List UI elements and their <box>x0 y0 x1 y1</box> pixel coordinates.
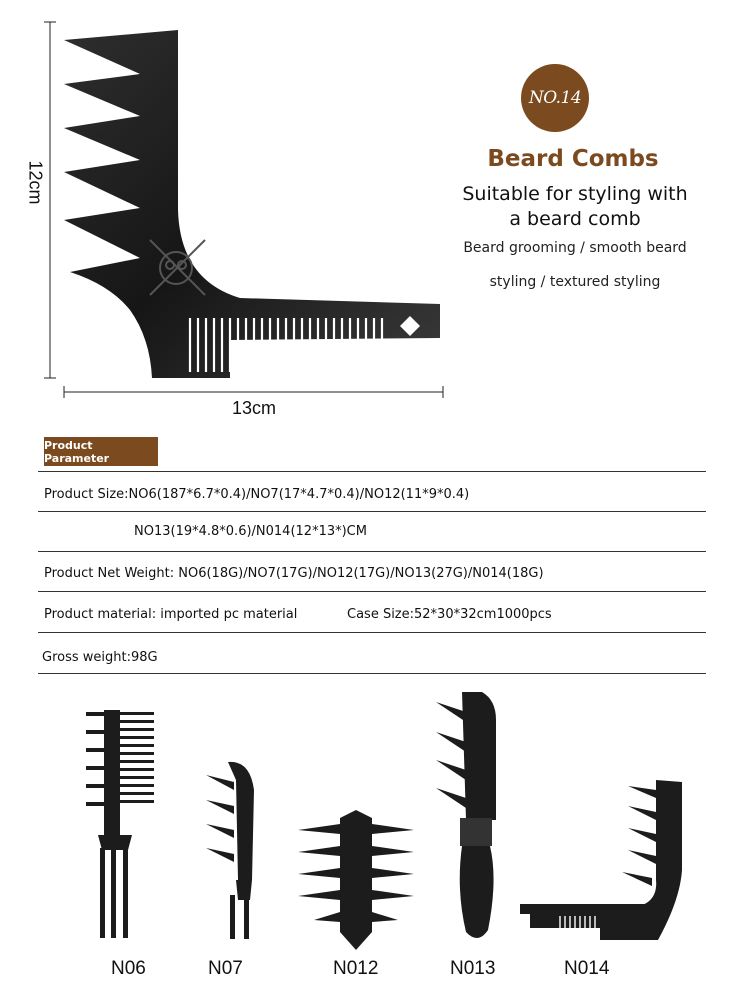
width-dimension-label: 13cm <box>232 398 277 418</box>
comb-n013-icon <box>436 692 496 939</box>
label-n07: N07 <box>208 958 243 979</box>
description-line-1: Beard grooming / smooth beard <box>463 240 687 256</box>
comb-n06-icon <box>86 710 154 938</box>
subtitle-line-2: a beard comb <box>509 208 641 230</box>
label-n013: N013 <box>450 958 496 979</box>
net-weight-row: Product Net Weight: NO6(18G)/NO7(17G)/NO… <box>44 566 544 581</box>
diamond-hole-icon <box>400 316 420 336</box>
label-n012: N012 <box>333 958 379 979</box>
gross-weight-row: Gross weight:98G <box>42 650 158 665</box>
subtitle-line-1: Suitable for styling with <box>462 183 688 205</box>
divider <box>38 591 706 592</box>
divider <box>38 632 706 633</box>
material-row: Product material: imported pc material <box>44 607 298 622</box>
product-size-row-1: Product Size:NO6(187*6.7*0.4)/NO7(17*4.7… <box>44 487 470 502</box>
divider <box>38 551 706 552</box>
product-title: Beard Combs <box>487 146 659 172</box>
comb-body <box>64 30 440 378</box>
model-badge: NO.14 <box>521 64 589 132</box>
skull-emblem-icon <box>149 239 206 296</box>
product-subtitle: Suitable for styling with a beard comb <box>440 182 710 232</box>
comb-n014-icon <box>520 780 682 940</box>
label-n014: N014 <box>564 958 610 979</box>
comb-n012-icon <box>298 810 414 950</box>
divider <box>38 511 706 512</box>
width-dimension-line <box>63 386 444 398</box>
description-line-2: styling / textured styling <box>489 274 661 290</box>
product-parameter-header: Product Parameter <box>44 437 158 466</box>
label-n06: N06 <box>111 958 146 979</box>
height-dimension-line <box>44 21 56 379</box>
comb-n07-icon <box>206 761 254 939</box>
divider <box>38 471 706 472</box>
comb-fine-teeth <box>188 318 384 372</box>
divider <box>38 673 706 674</box>
case-size-row: Case Size:52*30*32cm1000pcs <box>347 607 552 622</box>
product-size-row-2: NO13(19*4.8*0.6)/N014(12*13*)CM <box>134 524 367 539</box>
